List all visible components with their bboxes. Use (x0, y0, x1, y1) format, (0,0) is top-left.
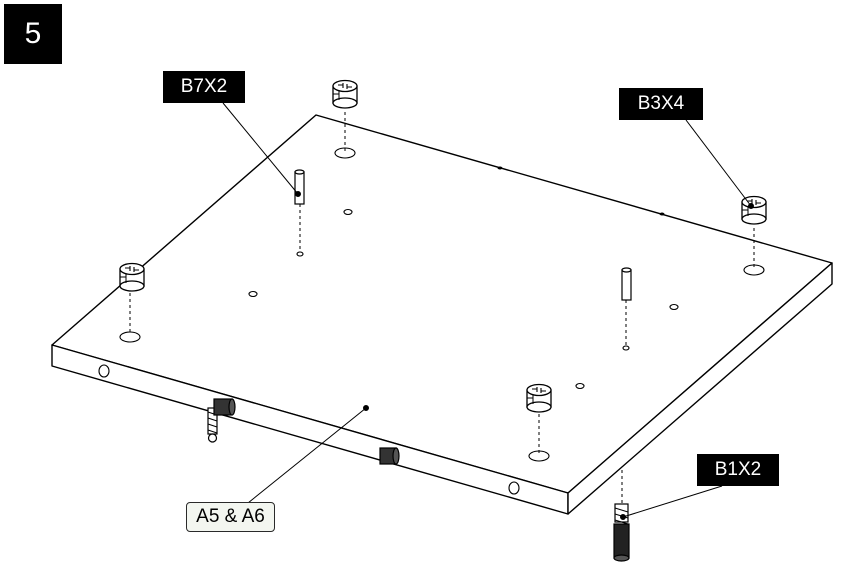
insertion-lines (129, 112, 755, 505)
edge-holes (98, 364, 520, 495)
panel-board (51, 114, 833, 515)
cam-lock-left (119, 262, 145, 292)
dowel-bolt (613, 503, 630, 562)
cam-lock-callout: B3X4 (619, 88, 703, 120)
top-face-holes (119, 147, 765, 462)
dowel-callout: B1X2 (697, 454, 779, 486)
dowel-left (294, 169, 305, 205)
cam-lock-top (332, 79, 358, 109)
cam-lock-right (741, 195, 767, 225)
dowel-right (621, 267, 632, 301)
cam-bolt-front (379, 447, 400, 465)
cam-lock-front (526, 383, 552, 413)
cam-bolt-callout: B7X2 (163, 71, 245, 103)
step-number-badge: 5 (4, 4, 62, 64)
panel-part-label: A5 & A6 (186, 502, 275, 532)
leader-lines (222, 102, 754, 520)
edge-notches (497, 166, 665, 216)
cam-bolt-left (207, 398, 236, 443)
